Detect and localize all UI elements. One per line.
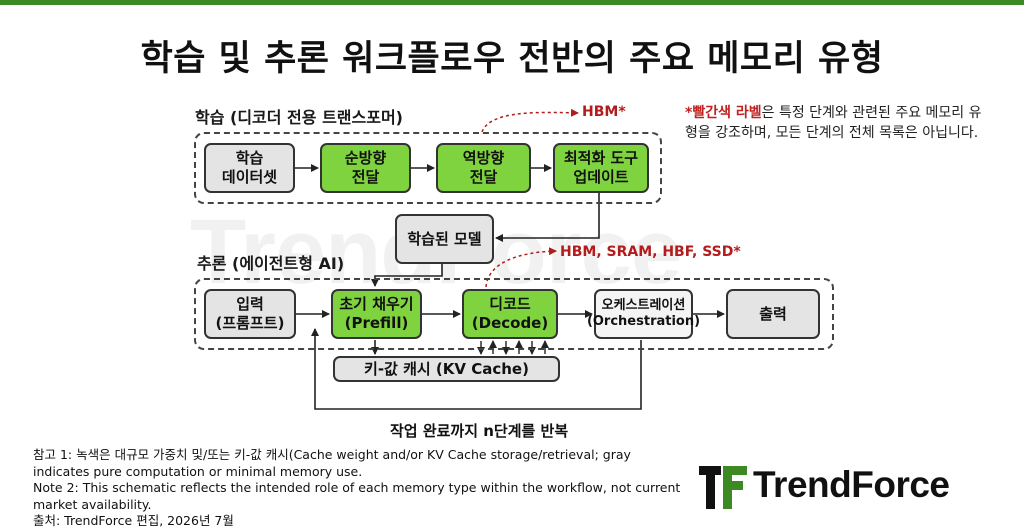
red-label-note-text: 은 특정 단계와 관련된 주요 메모리 유형을 강조하며, 모든 단계의 전체 … <box>685 105 982 141</box>
top-accent-bar <box>0 0 1024 5</box>
trendforce-logo: TrendForce <box>695 462 1005 514</box>
training-section-label: 학습 (디코더 전용 트랜스포머) <box>195 108 403 127</box>
loop-label: 작업 완료까지 n단계를 반복 <box>390 422 569 440</box>
output-box: 출력 <box>726 289 820 339</box>
training-dataset-box: 학습 데이터셋 <box>204 143 295 193</box>
input-prompt-box: 입력 (프롬프트) <box>204 289 296 339</box>
training-dashed-frame <box>194 132 662 204</box>
brand-name: TrendForce <box>753 464 950 505</box>
forward-pass-box: 순방향 전달 <box>320 143 411 193</box>
footnotes: 참고 1: 녹색은 대규모 가중치 및/또는 키-값 캐시(Cache weig… <box>33 447 683 530</box>
arrow-optimizer-to-model <box>495 193 600 242</box>
prefill-box: 초기 채우기 (Prefill) <box>331 289 422 339</box>
footnote-2: Note 2: This schematic reflects the inte… <box>33 480 681 512</box>
inference-dashed-frame <box>194 278 834 350</box>
arrow-model-to-prefill <box>371 264 443 287</box>
page-title: 학습 및 추론 워크플로우 전반의 주요 메모리 유형 <box>140 39 884 79</box>
decode-box: 디코드 (Decode) <box>462 289 558 339</box>
red-label-highlight: *빨간색 라벨 <box>685 105 762 121</box>
inference-section-label: 추론 (에이전트형 AI) <box>197 254 345 273</box>
footnote-source: 출처: TrendForce 편집, 2026년 7월 <box>33 513 234 528</box>
red-label-note: *빨간색 라벨은 특정 단계와 관련된 주요 메모리 유형을 강조하며, 모든 … <box>685 104 985 143</box>
backward-pass-box: 역방향 전달 <box>436 143 531 193</box>
inference-memory-label: HBM, SRAM, HBF, SSD* <box>560 244 741 260</box>
trained-model-box: 학습된 모델 <box>395 214 494 264</box>
optimizer-update-box: 최적화 도구 업데이트 <box>553 143 649 193</box>
kv-cache-box: 키-값 캐시 (KV Cache) <box>333 356 560 382</box>
hbm-pointer <box>481 108 579 133</box>
trendforce-logo-icon <box>699 466 747 509</box>
arrow-loop-back <box>311 328 642 410</box>
footnote-1: 참고 1: 녹색은 대규모 가중치 및/또는 키-값 캐시(Cache weig… <box>33 447 631 479</box>
training-memory-label: HBM* <box>582 104 626 120</box>
orchestration-box: 오케스트레이션 (Orchestration) <box>587 289 700 339</box>
